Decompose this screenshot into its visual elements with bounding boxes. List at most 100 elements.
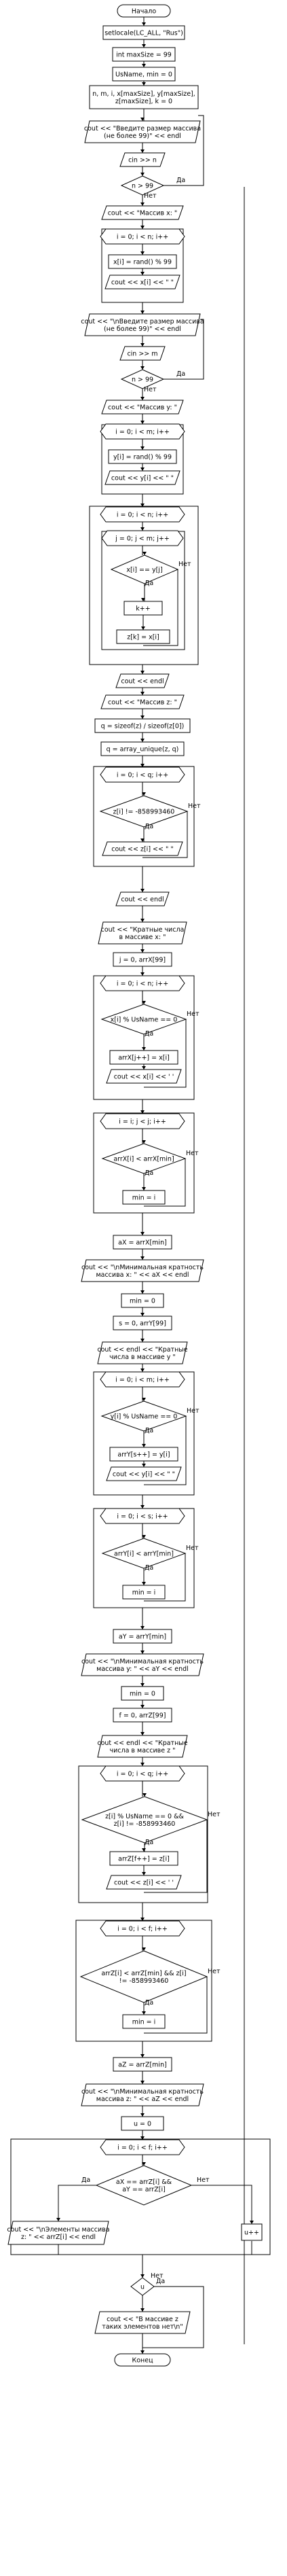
node-label: массива x: " << aX << endl xyxy=(96,1271,189,1279)
node-label: cout << "\nВведите размер массива xyxy=(81,318,204,325)
node-label: x[i] == y[j] xyxy=(126,567,162,574)
node-label: z[i] % UsName == 0 && xyxy=(105,1813,184,1820)
node-label: i = 0; i < m; i++ xyxy=(115,1377,170,1384)
io-box: cout << "Массив y: " xyxy=(101,400,184,414)
arrowhead xyxy=(140,949,145,953)
yes-label: Да xyxy=(145,1839,153,1846)
node-label: cout << z[i] << " " xyxy=(111,846,174,853)
io-box: cout << "Массив x: " xyxy=(101,205,184,220)
process-box: aZ = arrZ[min] xyxy=(113,2057,172,2072)
node-label: cout << "В массиве z xyxy=(107,2316,178,2323)
node-label: cout << endl xyxy=(121,896,164,904)
process-shape xyxy=(116,629,170,644)
arrowhead xyxy=(140,1313,145,1316)
loop-frame xyxy=(75,1920,212,2042)
process-shape xyxy=(121,1686,164,1701)
io-shape xyxy=(102,841,183,856)
arrowhead xyxy=(140,446,145,450)
process-shape xyxy=(122,1190,166,1205)
node-label: i = 0; i < n; i++ xyxy=(117,234,168,241)
arrowhead xyxy=(142,552,147,555)
node-label: arrZ[i] < arrZ[min] && z[i] xyxy=(101,1970,186,1977)
loop-shape xyxy=(100,423,185,440)
terminator-shape xyxy=(117,4,171,18)
process-box: min = 0 xyxy=(121,1293,164,1308)
node-label: n > 99 xyxy=(132,183,153,190)
node-label: i = 0; i < m; i++ xyxy=(115,429,170,436)
decision-shape xyxy=(81,1796,208,1843)
node-label: cout << "Кратные числа xyxy=(101,926,185,934)
process-box: s = 0, arrY[99] xyxy=(113,1316,172,1330)
process-shape xyxy=(121,1293,164,1308)
node-label: f = 0, arrZ[99] xyxy=(119,1712,166,1720)
node-label: q = array_unique(z, q) xyxy=(107,746,179,754)
node-label: cin >> n xyxy=(128,157,157,164)
node-label: cout << "Массив z: " xyxy=(108,699,177,707)
no-branch-path xyxy=(144,1416,187,1485)
process-box: arrZ[f++] = z[i] xyxy=(109,1851,178,1866)
arrowhead xyxy=(142,2162,146,2166)
loop-header: i = 0; i < q; i++ xyxy=(100,1765,185,1782)
no-label: Нет xyxy=(187,1407,199,1415)
io-shape xyxy=(119,152,166,167)
node-label: cout << "Массив x: " xyxy=(108,210,178,217)
loop-shape xyxy=(100,506,185,523)
io-box: cout << "\nМинимальная кратностьмассива … xyxy=(81,1653,204,1676)
arrowhead xyxy=(56,2218,60,2221)
process-shape xyxy=(109,1851,178,1866)
arrowhead xyxy=(140,311,145,314)
arrowhead xyxy=(142,22,146,26)
node-label: cout << z[i] << ' ' xyxy=(114,1880,174,1887)
loop-frame xyxy=(93,1112,195,1214)
decision: arrY[i] < arrY[min] xyxy=(101,1538,187,1569)
node-label: cout << y[i] << " " xyxy=(111,475,174,482)
no-branch-path xyxy=(191,2185,252,2224)
arrowhead xyxy=(140,2054,145,2058)
decision-shape xyxy=(95,2165,193,2206)
loop-shape xyxy=(100,228,185,245)
node-label: cout << "\nМинимальная кратность xyxy=(81,1658,204,1665)
process-box: u = 0 xyxy=(121,2116,164,2131)
node-label: aY == arrZ[i] xyxy=(122,2186,166,2193)
node-label: cout << endl << "Кратные xyxy=(97,1740,187,1747)
loop-header: i = i; j < j; i++ xyxy=(100,1113,185,1129)
node-label: y[i] = rand() % 99 xyxy=(113,454,172,461)
arrowhead xyxy=(140,692,145,695)
process-box: int maxSize = 99 xyxy=(112,47,176,62)
node-label: min = 0 xyxy=(130,1691,155,1698)
node-label: u++ xyxy=(244,2229,259,2237)
node-label: числа в массиве z " xyxy=(110,1747,176,1754)
node-label: i = 0; i < s; i++ xyxy=(117,1513,168,1521)
arrowhead xyxy=(140,226,145,229)
process-box: setlocale(LC_ALL, "Rus") xyxy=(102,25,185,40)
no-label: Нет xyxy=(208,1811,221,1818)
node-label: arrZ[f++] = z[i] xyxy=(118,1856,170,1863)
arrowhead xyxy=(140,1626,145,1629)
arrowhead xyxy=(140,343,145,347)
io-shape xyxy=(81,1653,204,1676)
io-shape xyxy=(97,1341,188,1364)
io-shape xyxy=(104,470,180,485)
arrowhead xyxy=(140,202,145,206)
yes-label: Да xyxy=(176,370,185,378)
decision-shape xyxy=(110,554,179,584)
arrowhead xyxy=(140,2274,145,2278)
node-label: x[i] = rand() % 99 xyxy=(113,259,172,266)
arrowhead xyxy=(142,1444,146,1447)
no-branch-path xyxy=(143,569,178,646)
node-label: (не более 99)" << endl xyxy=(104,325,181,333)
arrowhead xyxy=(142,1793,147,1797)
node-label: z[maxSize], k = 0 xyxy=(115,98,172,105)
arrowhead xyxy=(140,118,145,121)
arrowhead xyxy=(140,1290,145,1294)
arrowhead xyxy=(140,1256,145,1260)
process-shape xyxy=(112,67,176,82)
terminator-shape xyxy=(114,2353,171,2367)
no-branch-path xyxy=(144,1159,186,1207)
io-shape xyxy=(81,2083,204,2106)
io-shape xyxy=(98,921,187,945)
io-shape xyxy=(94,2311,191,2334)
